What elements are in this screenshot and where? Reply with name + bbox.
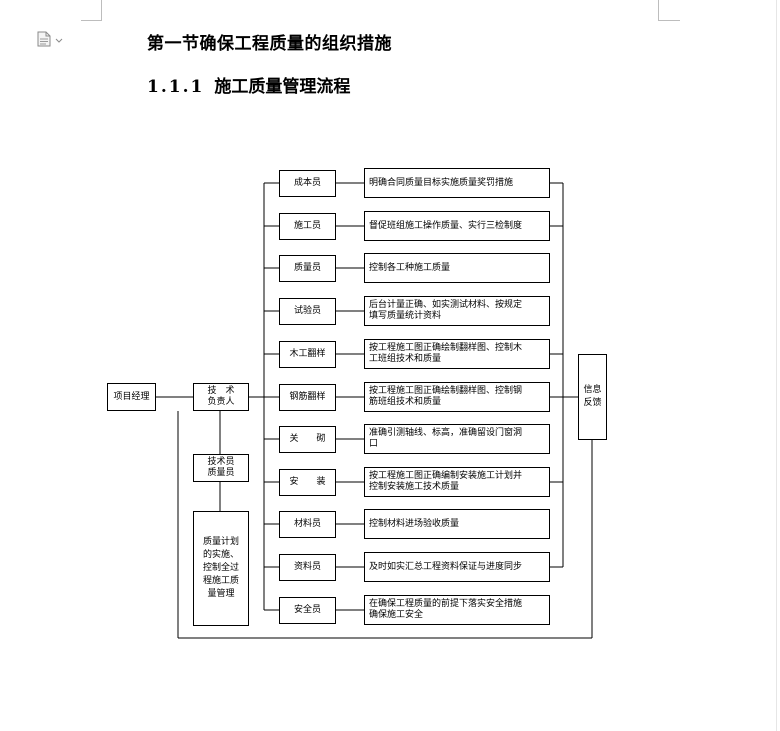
role-label: 材料员 [293, 519, 321, 529]
role-box: 资料员 [279, 554, 336, 581]
duty-label: 控制各工种施工质量 [369, 262, 451, 273]
duty-label: 按工程施工图正确绘制翻样图、控制木 工班组技术和质量 [369, 343, 523, 364]
role-label: 木工翻样 [289, 349, 326, 359]
role-box: 成本员 [279, 170, 336, 197]
role-box: 质量员 [279, 255, 336, 282]
project-manager-box: 项目经理 [107, 383, 156, 411]
role-label: 安全员 [293, 605, 321, 615]
duty-box: 按工程施工图正确编制安装施工计划并 控制安装施工技术质量 [364, 467, 550, 497]
duty-box: 按工程施工图正确绘制翻样图、控制木 工班组技术和质量 [364, 339, 550, 369]
role-box: 安 装 [279, 469, 336, 496]
tech-lead-label: 技 术 负责人 [207, 386, 235, 407]
role-box: 关 砌 [279, 426, 336, 453]
role-label: 施工员 [293, 221, 321, 231]
duty-label: 在确保工程质量的前提下落实安全措施 确保施工安全 [369, 599, 523, 620]
tech-quality-box: 技术员 质量员 [193, 454, 249, 482]
page-right-edge [776, 0, 777, 731]
role-label: 关 砌 [289, 434, 326, 444]
duty-label: 及时如实汇总工程资料保证与进度同步 [369, 561, 523, 572]
document-icon[interactable] [36, 31, 66, 51]
role-label: 安 装 [289, 477, 326, 487]
feedback-label: 信息 反馈 [583, 385, 602, 408]
duty-box: 后台计量正确、如实测试材料、按规定 填写质量统计资料 [364, 296, 550, 326]
section-heading: 第一节确保工程质量的组织措施 [147, 34, 392, 54]
duty-box: 在确保工程质量的前提下落实安全措施 确保施工安全 [364, 595, 550, 625]
role-box: 钢筋翻样 [279, 384, 336, 411]
duty-box: 明确合同质量目标实施质量奖罚措施 [364, 168, 550, 198]
subsection-title: 施工质量管理流程 [214, 77, 351, 97]
role-label: 资料员 [293, 562, 321, 572]
duty-label: 按工程施工图正确编制安装施工计划并 控制安装施工技术质量 [369, 471, 523, 492]
crop-mark-top-right-v [658, 0, 659, 20]
project-manager-label: 项目经理 [113, 391, 150, 402]
subsection-number: 1.1.1 [147, 77, 205, 97]
role-label: 成本员 [293, 178, 321, 188]
role-label: 试验员 [293, 306, 321, 316]
duty-box: 准确引测轴线、标高，准确留设门窗洞 口 [364, 424, 550, 454]
role-box: 施工员 [279, 213, 336, 240]
duty-box: 控制材料进场验收质量 [364, 509, 550, 539]
duty-label: 明确合同质量目标实施质量奖罚措施 [369, 177, 514, 188]
role-label: 钢筋翻样 [289, 392, 326, 402]
duty-label: 准确引测轴线、标高，准确留设门窗洞 口 [369, 428, 523, 449]
subsection-heading: 1.1.1 施工质量管理流程 [147, 72, 350, 97]
tech-lead-box: 技 术 负责人 [193, 383, 249, 411]
duty-label: 控制材料进场验收质量 [369, 518, 460, 529]
role-box: 材料员 [279, 511, 336, 538]
duty-label: 督促班组施工操作质量、实行三检制度 [369, 220, 523, 231]
duty-box: 督促班组施工操作质量、实行三检制度 [364, 211, 550, 241]
feedback-box: 信息 反馈 [578, 354, 607, 440]
duty-box: 按工程施工图正确绘制翻样图、控制钢 筋班组技术和质量 [364, 382, 550, 412]
quality-plan-label: 质量计划 的实施、 控制全过 程施工质 量管理 [202, 537, 239, 599]
duty-label: 按工程施工图正确绘制翻样图、控制钢 筋班组技术和质量 [369, 386, 523, 407]
crop-mark-top-left-v [101, 0, 102, 20]
crop-mark-top-left-h [81, 20, 102, 21]
role-box: 木工翻样 [279, 341, 336, 368]
duty-box: 控制各工种施工质量 [364, 253, 550, 283]
role-label: 质量员 [293, 263, 321, 273]
duty-box: 及时如实汇总工程资料保证与进度同步 [364, 552, 550, 582]
duty-label: 后台计量正确、如实测试材料、按规定 填写质量统计资料 [369, 300, 523, 321]
tech-quality-label: 技术员 质量员 [207, 457, 235, 478]
role-box: 试验员 [279, 298, 336, 325]
crop-mark-top-right-h [658, 20, 680, 21]
quality-plan-box: 质量计划 的实施、 控制全过 程施工质 量管理 [193, 511, 249, 626]
role-box: 安全员 [279, 597, 336, 624]
